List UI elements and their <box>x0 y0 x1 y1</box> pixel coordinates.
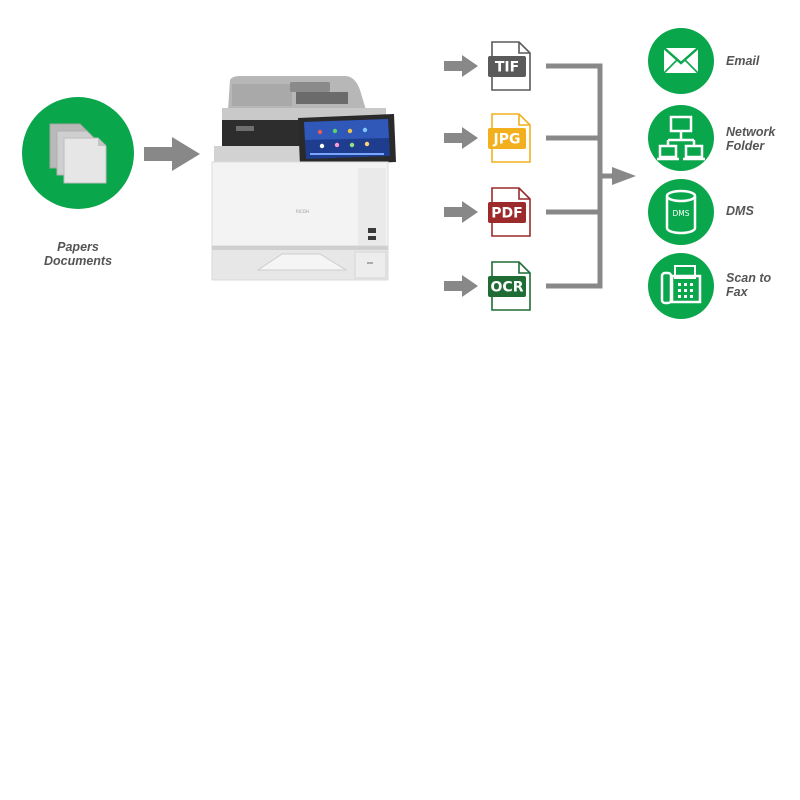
destination-label-scan-to-fax: Scan to Fax <box>726 271 772 299</box>
arrow-to-printer <box>144 137 200 171</box>
bracket-connector <box>546 63 614 289</box>
format-label-tif: TIF <box>495 60 519 76</box>
format-doc-ocr: OCR <box>488 261 531 311</box>
format-label-jpg: JPG <box>493 132 521 148</box>
format-doc-jpg: JPG <box>488 113 531 163</box>
arrow-to-destinations <box>612 167 636 185</box>
arrow-to-pdf <box>444 201 478 223</box>
format-badge <box>488 128 526 149</box>
format-badge <box>488 202 526 223</box>
envelope-icon <box>663 47 699 74</box>
printer-brand: RICOH <box>296 209 309 214</box>
fax-machine-icon <box>660 265 702 305</box>
format-arrows <box>444 55 478 297</box>
database-icon: DMS <box>665 189 697 235</box>
touch-panel <box>298 114 396 166</box>
format-label-pdf: PDF <box>491 206 522 222</box>
destination-scan-to-fax <box>648 253 714 319</box>
paper-stack-icon <box>49 123 107 184</box>
arrow-to-ocr <box>444 275 478 297</box>
destination-label-network-folder: Network Folder <box>726 125 776 153</box>
format-badge <box>488 56 526 77</box>
format-label-ocr: OCR <box>491 280 524 296</box>
destination-email <box>648 28 714 94</box>
format-badge <box>488 276 526 297</box>
dms-icon-text: DMS <box>672 209 689 218</box>
destination-network-folder <box>648 105 714 171</box>
source-node <box>22 97 134 209</box>
arrow-to-tif <box>444 55 478 77</box>
destination-dms: DMS <box>648 179 714 245</box>
arrow-to-jpg <box>444 127 478 149</box>
source-label: Papers Documents <box>43 240 113 268</box>
network-computers-icon <box>657 115 705 161</box>
format-doc-tif: TIF <box>488 41 531 91</box>
multifunction-printer-icon: RICOH <box>211 76 396 281</box>
format-icons: TIF JPG PDF OCR <box>488 41 531 311</box>
destination-label-email: Email <box>726 54 760 68</box>
destination-label-dms: DMS <box>726 204 754 218</box>
format-doc-pdf: PDF <box>488 187 531 237</box>
